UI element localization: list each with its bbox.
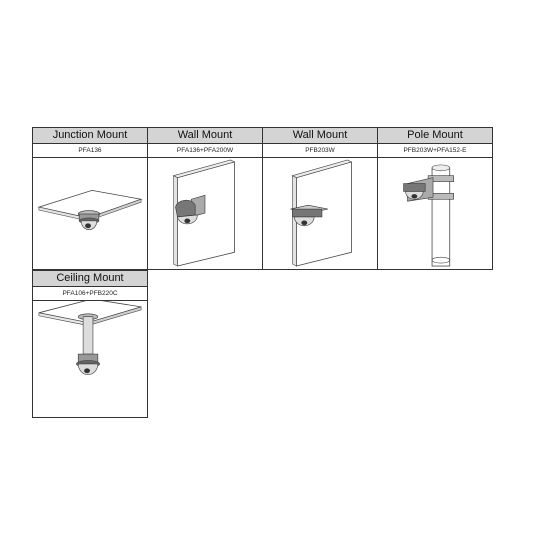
pole-mount-drawing: [403, 164, 454, 267]
mount-model-code: PFA136: [33, 144, 147, 158]
mount-model-code: PFB203W+PFA152-E: [378, 144, 492, 158]
mount-model-code: PFB203W: [263, 144, 377, 158]
mount-model-code: PFA136+PFA200W: [148, 144, 262, 158]
wall-mount-illustration: [148, 158, 262, 269]
junction-mount-illustration: [33, 158, 147, 269]
pole-mount-illustration: [378, 158, 492, 269]
junction-mount-drawing: [37, 190, 143, 230]
mount-title: Junction Mount: [33, 128, 147, 144]
ceiling-mount-drawing: [38, 301, 142, 375]
wall-mount-drawing: [172, 159, 236, 267]
wall-mount-illustration: [263, 158, 377, 269]
wall-mount-drawing: [290, 159, 353, 267]
mount-title: Wall Mount: [263, 128, 377, 144]
mount-title: Wall Mount: [148, 128, 262, 144]
mount-cell-ceiling: Ceiling Mount PFA106+PFB220C: [32, 270, 148, 418]
mount-cell-junction: Junction Mount PFA136: [32, 127, 148, 270]
ceiling-mount-illustration: [33, 301, 147, 417]
mount-title: Ceiling Mount: [33, 271, 147, 287]
mount-model-code: PFA106+PFB220C: [33, 287, 147, 301]
mount-cell-wall-1: Wall Mount PFA136+PFA200W: [147, 127, 263, 270]
mount-cell-wall-2: Wall Mount PFB203W: [262, 127, 378, 270]
mount-cell-pole: Pole Mount PFB203W+PFA152-E: [377, 127, 493, 270]
mount-title: Pole Mount: [378, 128, 492, 144]
